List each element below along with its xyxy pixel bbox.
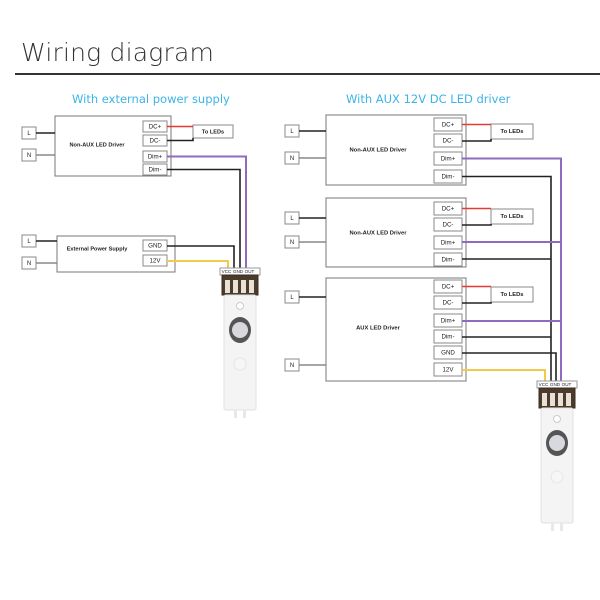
left-12v-wire — [167, 260, 229, 272]
right-driver-2-terminal-3-label: Dim- — [441, 334, 454, 341]
right-driver-0-terminal-3-label: Dim- — [441, 174, 454, 181]
right-sensor-pin-gnd: GND — [550, 382, 561, 387]
left-sensor-connector-pin — [225, 280, 230, 293]
left-sensor-connector-pin — [249, 280, 254, 293]
left-driver-terminal-2-label: Dim+ — [148, 154, 163, 161]
left-sensor-led — [236, 302, 244, 310]
right-driver-1-to-leds-label: To LEDs — [500, 214, 523, 220]
left-sensor-lead — [243, 410, 246, 418]
right-sensor-led — [553, 415, 561, 423]
right-sensor-sensor-lens — [549, 435, 565, 451]
left-dimminus-wire — [167, 168, 241, 272]
right-driver-1-terminal-3-label: Dim- — [441, 257, 454, 264]
right-driver-0-terminal-0-label: DC+ — [442, 122, 455, 129]
right-driver-1-terminal-1-label: DC- — [443, 222, 454, 229]
right-sensor-connector-pin — [550, 393, 555, 406]
right-driver-2-gnd-wire — [462, 352, 557, 384]
left-dimplus-wire — [167, 155, 247, 272]
left-to-leds-box — [192, 124, 234, 139]
left-gnd-wire — [167, 245, 235, 272]
right-driver-0-terminal-2-label: Dim+ — [441, 156, 456, 163]
right-driver-0-to-leds-label: To LEDs — [500, 129, 523, 135]
right-driver-2-name: AUX LED Driver — [356, 326, 401, 332]
right-driver-2-dcminus-wire — [462, 302, 492, 304]
left-supply-input-n-label: N — [27, 261, 31, 267]
right-driver-2-terminal-1-label: DC- — [443, 300, 454, 307]
right-sensor-pin-out: OUT — [562, 382, 572, 387]
right-driver-0-name: Non-AUX LED Driver — [349, 148, 407, 154]
right-driver-1-input-n-label: N — [290, 240, 294, 246]
right-driver-1-terminal-0-label: DC+ — [442, 206, 455, 213]
left-sensor-body — [223, 294, 257, 411]
left-driver-terminal-3-label: Dim- — [148, 167, 161, 174]
right-driver-1-to-leds-box — [490, 208, 534, 225]
left-to-leds-label: To LEDs — [202, 129, 224, 135]
right-driver-1-dcminus-wire — [462, 224, 492, 226]
right-sensor-button — [550, 470, 564, 484]
right-driver-2-terminal-2-label: Dim+ — [441, 318, 456, 325]
right-driver-1-name: Non-AUX LED Driver — [349, 231, 407, 237]
left-driver-input-l-label: L — [27, 131, 31, 137]
right-driver-2-terminal-0-label: DC+ — [442, 284, 455, 291]
right-driver-0-to-leds-box — [490, 123, 534, 140]
right-sensor-connector-pin — [558, 393, 563, 406]
left-sensor-pin-vcc: VCC — [222, 269, 232, 274]
left-driver-input-n-label: N — [27, 153, 31, 159]
left-sensor-pin-gnd: GND — [233, 269, 244, 274]
left-sensor-sensor-lens — [232, 322, 248, 338]
right-driver-0-dimminus-wire — [462, 175, 552, 384]
right-sensor-connector-pin — [566, 393, 571, 406]
left-sensor-button — [233, 357, 247, 371]
left-driver-terminal-0-label: DC+ — [149, 124, 162, 131]
right-sensor-lead — [560, 523, 563, 531]
left-section-heading: With external power supply — [72, 92, 230, 106]
right-sensor-connector-pin — [542, 393, 547, 406]
left-supply-name: External Power Supply — [67, 246, 129, 252]
right-driver-2-terminal-5-label: 12V — [442, 367, 454, 374]
right-driver-2-to-leds-box — [490, 286, 534, 303]
right-driver-2-input-l-label: L — [290, 295, 294, 301]
right-sensor-pin-vcc: VCC — [539, 382, 549, 387]
right-driver-2-terminal-4-label: GND — [441, 350, 455, 357]
right-sensor-body — [540, 407, 574, 524]
right-driver-2-12v-wire — [462, 369, 546, 384]
title-divider — [15, 73, 600, 75]
page-title: Wiring diagram — [21, 38, 215, 67]
left-sensor-connector-pin — [233, 280, 238, 293]
left-sensor-pin-out: OUT — [245, 269, 255, 274]
left-driver-name: Non-AUX LED Driver — [69, 142, 125, 148]
right-driver-0-input-l-label: L — [290, 129, 294, 135]
right-driver-0-dimplus-wire — [462, 157, 562, 384]
left-dcminus-wire — [167, 138, 194, 142]
right-driver-1-input-l-label: L — [290, 216, 294, 222]
left-supply-terminal-12v-label: 12V — [149, 258, 161, 265]
left-sensor-lead — [234, 410, 237, 418]
right-driver-0-terminal-1-label: DC- — [443, 138, 454, 145]
left-driver-terminal-1-label: DC- — [150, 138, 161, 145]
right-driver-2-input-n-label: N — [290, 363, 294, 369]
right-driver-1-terminal-2-label: Dim+ — [441, 240, 456, 247]
right-sensor-lead — [551, 523, 554, 531]
right-driver-2-to-leds-label: To LEDs — [500, 292, 523, 298]
left-supply-terminal-gnd-label: GND — [148, 243, 162, 250]
left-supply-input-l-label: L — [27, 239, 31, 245]
right-driver-0-dcminus-wire — [462, 139, 492, 142]
right-section-heading: With AUX 12V DC LED driver — [346, 92, 511, 106]
right-driver-0-input-n-label: N — [290, 156, 294, 162]
left-sensor-connector-pin — [241, 280, 246, 293]
